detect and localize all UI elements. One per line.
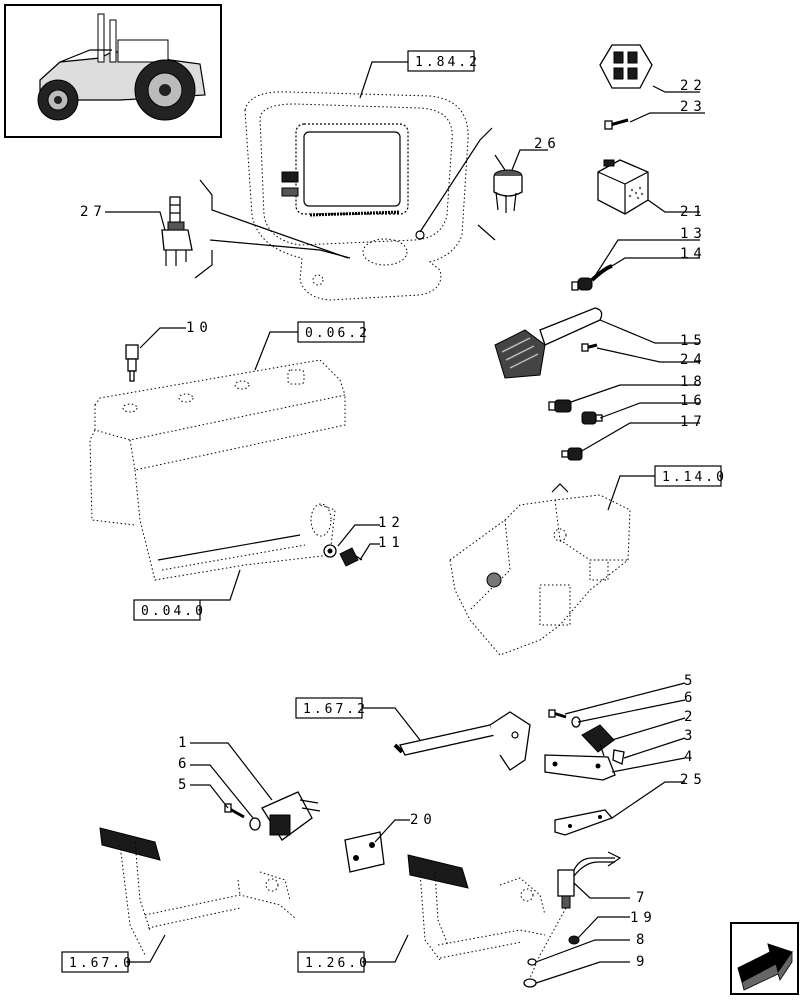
relay-26 xyxy=(493,169,523,213)
transmission-housing xyxy=(449,483,631,656)
reference-label: 1.14.0 xyxy=(662,470,727,485)
tractor-thumbnail xyxy=(4,4,222,138)
screw-23 xyxy=(604,118,629,130)
reference-box[interactable]: 0.04.0 xyxy=(133,599,206,621)
connector-housing-22 xyxy=(599,44,653,89)
callout-20: 20 xyxy=(410,812,437,828)
callout-19: 19 xyxy=(630,910,657,926)
callout-labels: 22 23 26 21 27 13 14 10 15 24 18 16 17 1… xyxy=(80,78,707,970)
reference-label: 1.26.0 xyxy=(305,956,370,971)
pedal-left xyxy=(99,827,296,956)
next-page-button[interactable] xyxy=(730,922,799,995)
callout-10: 10 xyxy=(186,320,213,336)
callout-6-lower: 6 xyxy=(178,756,191,772)
callout-21: 21 xyxy=(680,204,707,220)
reference-box[interactable]: 1.67.2 xyxy=(295,697,368,719)
callout-14: 14 xyxy=(680,246,707,262)
flasher-unit-21 xyxy=(597,159,649,215)
sender-11 xyxy=(339,547,363,567)
callout-23: 23 xyxy=(680,99,707,115)
reference-box[interactable]: 1.84.2 xyxy=(407,50,480,72)
callout-8: 8 xyxy=(636,932,649,948)
bulb-13-14 xyxy=(571,264,613,291)
multifunction-switch-15 xyxy=(494,307,603,379)
switch-27 xyxy=(161,196,193,266)
washer-6-lower xyxy=(249,817,261,831)
callout-6-upper: 6 xyxy=(684,690,697,706)
reference-label: 0.06.2 xyxy=(305,326,370,341)
callout-7: 7 xyxy=(636,890,649,906)
callout-1: 1 xyxy=(178,735,191,751)
reference-label: 0.04.0 xyxy=(141,604,206,619)
callout-5-lower: 5 xyxy=(178,777,191,793)
handbrake-lever xyxy=(393,711,531,771)
callout-9: 9 xyxy=(636,954,649,970)
bulb-16 xyxy=(581,411,603,425)
washer-12 xyxy=(323,544,337,558)
pedal-right xyxy=(407,854,546,961)
switch-7 xyxy=(557,851,622,909)
nut-3 xyxy=(612,749,625,765)
leader-lines xyxy=(105,61,705,984)
washer-9 xyxy=(523,978,537,988)
callout-26: 26 xyxy=(534,136,561,152)
instrument-cluster xyxy=(244,91,469,301)
callout-27: 27 xyxy=(80,204,107,220)
bulb-18 xyxy=(548,399,572,413)
bracket-25 xyxy=(554,809,614,836)
engine-block xyxy=(89,359,346,581)
bulb-17 xyxy=(561,447,583,461)
reference-label: 1.67.0 xyxy=(69,956,134,971)
callout-13: 13 xyxy=(680,226,707,242)
reference-box[interactable]: 1.26.0 xyxy=(297,951,370,973)
callout-4: 4 xyxy=(684,749,697,765)
callout-5-upper: 5 xyxy=(684,673,697,689)
reference-box[interactable]: 0.06.2 xyxy=(297,321,370,343)
tractor-icon xyxy=(37,13,206,121)
callout-12: 12 xyxy=(378,515,405,531)
reference-label: 1.67.2 xyxy=(303,702,368,717)
bracket-4 xyxy=(544,754,616,781)
callout-18: 18 xyxy=(680,374,707,390)
callout-22: 22 xyxy=(680,78,707,94)
plate-20 xyxy=(344,831,385,873)
callout-17: 17 xyxy=(680,414,707,430)
reference-box[interactable]: 1.67.0 xyxy=(61,951,134,973)
screw-5-lower xyxy=(224,803,245,819)
callout-2: 2 xyxy=(684,709,697,725)
screw-24 xyxy=(581,343,598,352)
callout-11: 11 xyxy=(378,535,405,551)
callout-3: 3 xyxy=(684,728,697,744)
next-page-arrow-icon xyxy=(737,943,793,991)
switch-2 xyxy=(581,724,615,757)
callout-16: 16 xyxy=(680,393,707,409)
washer-8 xyxy=(527,958,537,966)
switch-1 xyxy=(261,791,321,841)
reference-label: 1.84.2 xyxy=(415,55,480,70)
sender-10 xyxy=(125,344,139,382)
reference-box[interactable]: 1.14.0 xyxy=(654,465,727,487)
callout-25: 25 xyxy=(680,772,707,788)
screw-5-upper xyxy=(548,709,567,719)
callout-24: 24 xyxy=(680,352,707,368)
callout-15: 15 xyxy=(680,333,707,349)
nut-19 xyxy=(568,935,580,945)
